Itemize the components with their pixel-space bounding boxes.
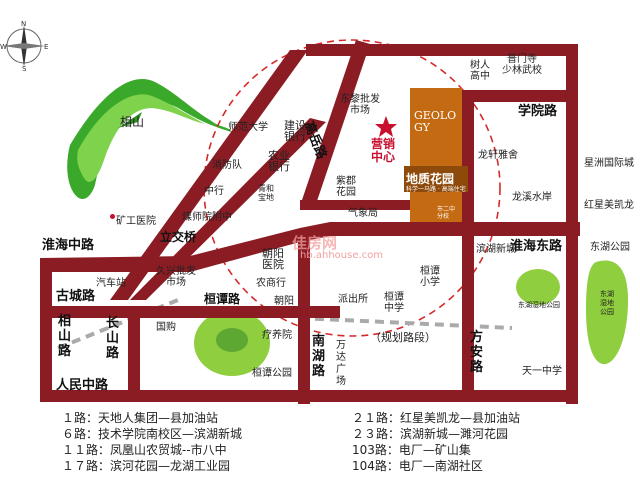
road-fangan: 方安路 (470, 330, 484, 375)
place-hengtan-park: 桓谭公园 (252, 368, 292, 379)
compass-icon: N W E S (0, 20, 48, 73)
place-jianshe: 建设 银行 (284, 119, 306, 143)
place-kuanggong: 矿工医院 (116, 216, 156, 227)
route-item: 103路：电厂—矿山集 (352, 443, 471, 457)
route-item: １路：天地人集团—县加油站 (62, 411, 219, 425)
road-huaihai-dong: 淮海东路 (510, 239, 563, 254)
place-xingzhou: 星洲国际城 (584, 158, 634, 169)
place-qinghe: 青和 宝地 (258, 184, 274, 202)
place-dongtan-park: 东湖湿地公园 (518, 301, 560, 309)
place-paichusuo: 派出所 (338, 294, 368, 305)
place-pumensi: 普门寺 少林武校 (502, 54, 542, 76)
place-donghu-lake: 东湖湿地公园 (600, 290, 614, 316)
place-zhongxing: 中行 (204, 186, 224, 197)
route-item: １１路：凤凰山农贸城--市八中 (62, 443, 227, 457)
mountain-label: 相山 (120, 115, 145, 129)
place-chaoyang-hosp: 朝阳 医院 (262, 247, 284, 271)
place-xiaofang: 消防队 (212, 160, 242, 171)
place-hengtan-zx: 桓谭 中学 (384, 292, 404, 314)
road-gucheng: 古城路 (56, 289, 96, 304)
road-changshan: 长山路 (106, 316, 120, 361)
place-donghu-park: 东湖公园 (590, 242, 630, 253)
road-planned: （规划路段） (370, 331, 436, 344)
place-liaoyang: 疗养院 (262, 330, 292, 341)
place-dongli: 东黎批发 市场 (340, 94, 380, 116)
place-meikuang: 煤师院附中 (182, 212, 232, 223)
place-zilan: 紫郡 花园 (336, 176, 356, 198)
place-qixiang: 气象局 (348, 208, 378, 219)
place-wanda: 万达广场 (336, 340, 346, 387)
road-network (40, 40, 580, 404)
donghu-lake-area (586, 260, 628, 365)
place-shifan: 师范大学 (228, 122, 268, 133)
place-tianyi: 天一中学 (522, 366, 562, 377)
road-nanhu: 南湖路 (312, 334, 326, 379)
project-tagline: 科学一马路 · 高端住宅 (406, 186, 466, 193)
place-hengtan-xx: 桓谭 小学 (420, 266, 440, 288)
route-item: １７路：滨河花园—龙湖工业园 (62, 459, 231, 473)
place-nongye: 农业 银行 (268, 149, 290, 173)
donghu-wetland-area (516, 269, 560, 305)
svg-text:S: S (22, 65, 27, 73)
road-xueyuan: 学院路 (518, 104, 558, 119)
place-shierzhong: 市二中 分校 (437, 206, 456, 220)
route-item: ２３路：滨湖新城—濉河花园 (352, 427, 509, 441)
watermark-brand: 佳房网 (292, 234, 338, 252)
road-huaihai-zhong: 淮海中路 (42, 238, 95, 253)
project-name: 地质花园 (406, 172, 455, 186)
route-item: ２１路：红星美凯龙—县加油站 (352, 411, 521, 425)
place-shuren: 树人 高中 (470, 60, 490, 82)
svg-text:W: W (0, 43, 7, 51)
place-hongxing: 红星美凯龙 (584, 200, 634, 211)
place-nongshang: 农商行 (256, 278, 286, 289)
place-jiuxing: 久兴批发 市场 (156, 266, 196, 288)
project-logo: GEOLOGY (414, 109, 457, 134)
place-binhu: 滨湖新城 (476, 244, 516, 255)
road-hengtan: 桓谭路 (204, 292, 241, 306)
place-longxi: 龙溪水岸 (512, 192, 552, 203)
sales-center-label: 营销 中心 (371, 137, 396, 164)
watermark-url: hb.ahhouse.com (300, 250, 384, 261)
radius-circle (203, 39, 501, 337)
place-chaoyang: 朝阳 (274, 296, 294, 307)
place-longxuan: 龙轩雅舍 (478, 150, 518, 161)
svg-text:E: E (44, 43, 48, 51)
road-lijiaoqiao: 立交桥 (160, 230, 197, 244)
route-item: 104路：电厂—南湖社区 (352, 459, 483, 473)
sales-center-star-icon (375, 116, 397, 137)
place-guogou: 国购 (156, 322, 176, 333)
svg-text:N: N (21, 20, 26, 28)
place-qiche: 汽车站 (96, 278, 126, 289)
route-item: ６路：技术学院南校区—滨湖新城 (62, 427, 243, 441)
mountain-shape (67, 79, 232, 200)
road-renmin-zhong: 人民中路 (56, 378, 109, 393)
road-xiangshan: 相山路 (58, 314, 72, 359)
project-block (410, 88, 462, 222)
